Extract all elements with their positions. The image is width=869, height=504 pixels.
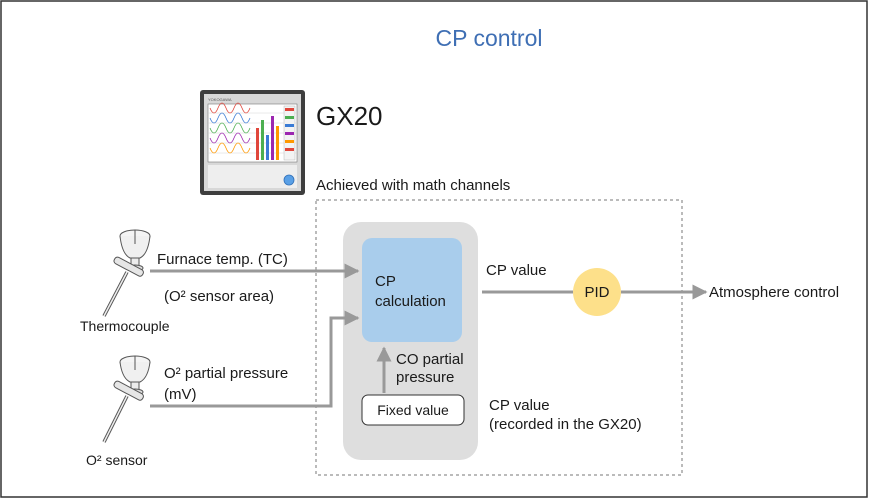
fixed-value-label: Fixed value	[377, 402, 449, 418]
furnace-temp-label: Furnace temp. (TC)	[157, 251, 288, 268]
page-title: CP control	[436, 25, 543, 51]
pid-label: PID	[584, 284, 609, 301]
mv-unit-label: (mV)	[164, 386, 197, 403]
cp-calculation-line1: CP	[375, 273, 396, 290]
o2-sensor-label: O² sensor	[86, 452, 148, 468]
cp-calculation-block	[362, 238, 462, 342]
thermocouple-icon	[102, 229, 151, 317]
o2-partial-pressure-arrow	[150, 310, 360, 408]
gx20-math-region	[315, 199, 683, 476]
thermocouple-label: Thermocouple	[80, 318, 170, 334]
cp-value-recorded-line2: (recorded in the GX20)	[489, 416, 642, 433]
brand-logo: YOKOGAWA	[208, 97, 232, 102]
o2-partial-pressure-label: O² partial pressure	[164, 365, 288, 382]
o2-sensor-icon	[102, 355, 151, 443]
cp-calculation-line2: calculation	[375, 293, 446, 310]
math-channels-caption: Achieved with math channels	[316, 177, 510, 194]
o2-sensor-area-label: (O² sensor area)	[164, 288, 274, 305]
cp-value-label: CP value	[486, 262, 547, 279]
atmosphere-control-label: Atmosphere control	[709, 284, 839, 301]
co-partial-pressure-line2: pressure	[396, 369, 454, 386]
gx20-recorder-icon: YOKOGAWA	[200, 90, 305, 195]
device-name: GX20	[316, 101, 383, 131]
recorder-knob	[283, 174, 295, 186]
co-partial-pressure-line1: CO partial	[396, 351, 464, 368]
fixed-value-box	[361, 394, 465, 426]
pid-controller	[573, 268, 621, 316]
cp-value-recorded-line1: CP value	[489, 397, 550, 414]
